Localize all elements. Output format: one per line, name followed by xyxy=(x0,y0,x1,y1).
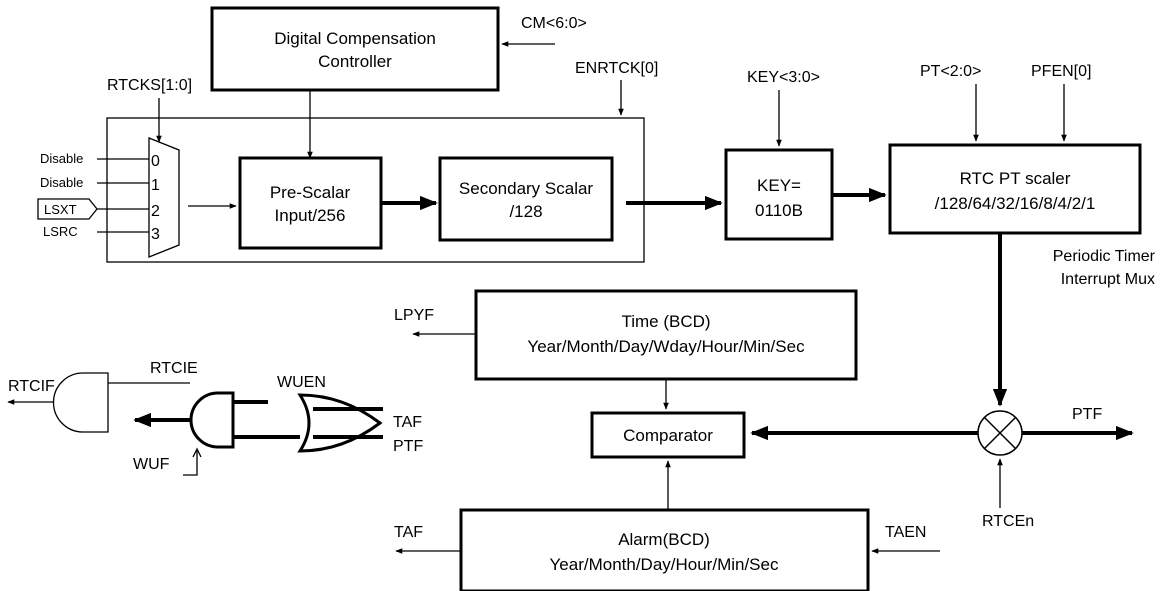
secondary-scalar-block: Secondary Scalar /128 xyxy=(438,156,614,242)
comparator-label: Comparator xyxy=(623,426,713,445)
rtcen-label: RTCEn xyxy=(982,513,1034,530)
enrtck-label: ENRTCK[0] xyxy=(575,60,658,77)
mux-sel-0: 0 xyxy=(151,153,160,170)
ptscaler-label-line1: RTC PT scaler xyxy=(960,169,1071,188)
key-label-line2: 0110B xyxy=(755,201,803,220)
pt-label: PT<2:0> xyxy=(920,63,981,80)
alarm-label-line2: Year/Month/Day/Hour/Min/Sec xyxy=(550,555,779,574)
rtc-pt-scaler-block: RTC PT scaler /128/64/32/16/8/4/2/1 xyxy=(888,143,1142,235)
mux-in3-label: LSRC xyxy=(43,224,78,239)
lsxt-port xyxy=(37,198,98,220)
and-gate-rtcif-symbol xyxy=(52,372,109,433)
mux-in0-label: Disable xyxy=(40,151,83,166)
pfen-label: PFEN[0] xyxy=(1031,63,1091,80)
or-ptf-label: PTF xyxy=(393,438,423,455)
mux-sel-1: 1 xyxy=(151,177,160,194)
mux-sel-2: 2 xyxy=(151,203,160,220)
wuen-label: WUEN xyxy=(277,374,326,391)
taf-output-label: TAF xyxy=(394,524,423,541)
secondary-label-line1: Secondary Scalar xyxy=(459,179,594,198)
wuf-edge-arrowhead xyxy=(192,447,202,458)
ptim-label-line2: Interrupt Mux xyxy=(1061,271,1155,288)
prescalar-block: Pre-Scalar Input/256 xyxy=(238,156,383,250)
rtcie-label: RTCIE xyxy=(150,360,198,377)
mux-in2-label: LSXT xyxy=(44,202,77,217)
time-label-line2: Year/Month/Day/Wday/Hour/Min/Sec xyxy=(527,337,805,356)
key-compare-block: KEY= 0110B xyxy=(724,148,834,241)
time-label-line1: Time (BCD) xyxy=(621,312,710,331)
prescalar-label-line1: Pre-Scalar xyxy=(270,183,351,202)
or-gate-symbol xyxy=(297,393,383,453)
and-gate-wakeup-symbol xyxy=(189,391,235,449)
prescalar-label-line2: Input/256 xyxy=(275,206,346,225)
or-taf-label: TAF xyxy=(393,414,422,431)
taen-label: TAEN xyxy=(885,524,926,541)
secondary-label-line2: /128 xyxy=(509,202,542,221)
clock-select-mux xyxy=(148,137,180,258)
time-bcd-block: Time (BCD) Year/Month/Day/Wday/Hour/Min/… xyxy=(474,289,858,381)
cm-label: CM<6:0> xyxy=(521,15,587,32)
dcc-label-line2: Controller xyxy=(318,52,392,71)
comparator-block: Comparator xyxy=(590,411,746,459)
dcc-label-line1: Digital Compensation xyxy=(274,29,436,48)
wuf-edge-symbol xyxy=(183,451,198,476)
mux-in1-label: Disable xyxy=(40,175,83,190)
rtcks-label: RTCKS[1:0] xyxy=(107,77,192,94)
ptim-label-line1: Periodic Timer xyxy=(1053,248,1156,265)
digital-compensation-controller-block: Digital Compensation Controller xyxy=(210,6,500,92)
rtcif-label: RTCIF xyxy=(8,378,55,395)
clock-source-frame xyxy=(106,117,645,263)
ptscaler-label-line2: /128/64/32/16/8/4/2/1 xyxy=(935,194,1096,213)
wuf-label: WUF xyxy=(133,456,170,473)
key-label-line1: KEY= xyxy=(757,176,801,195)
key-bus-label: KEY<3:0> xyxy=(747,69,820,86)
ptf-output-label: PTF xyxy=(1072,406,1102,423)
alarm-label-line1: Alarm(BCD) xyxy=(618,530,710,549)
alarm-bcd-block: Alarm(BCD) Year/Month/Day/Hour/Min/Sec xyxy=(459,508,870,591)
lpyf-label: LPYF xyxy=(394,307,434,324)
mux-sel-3: 3 xyxy=(151,226,160,243)
periodic-timer-mux-symbol xyxy=(977,410,1023,456)
